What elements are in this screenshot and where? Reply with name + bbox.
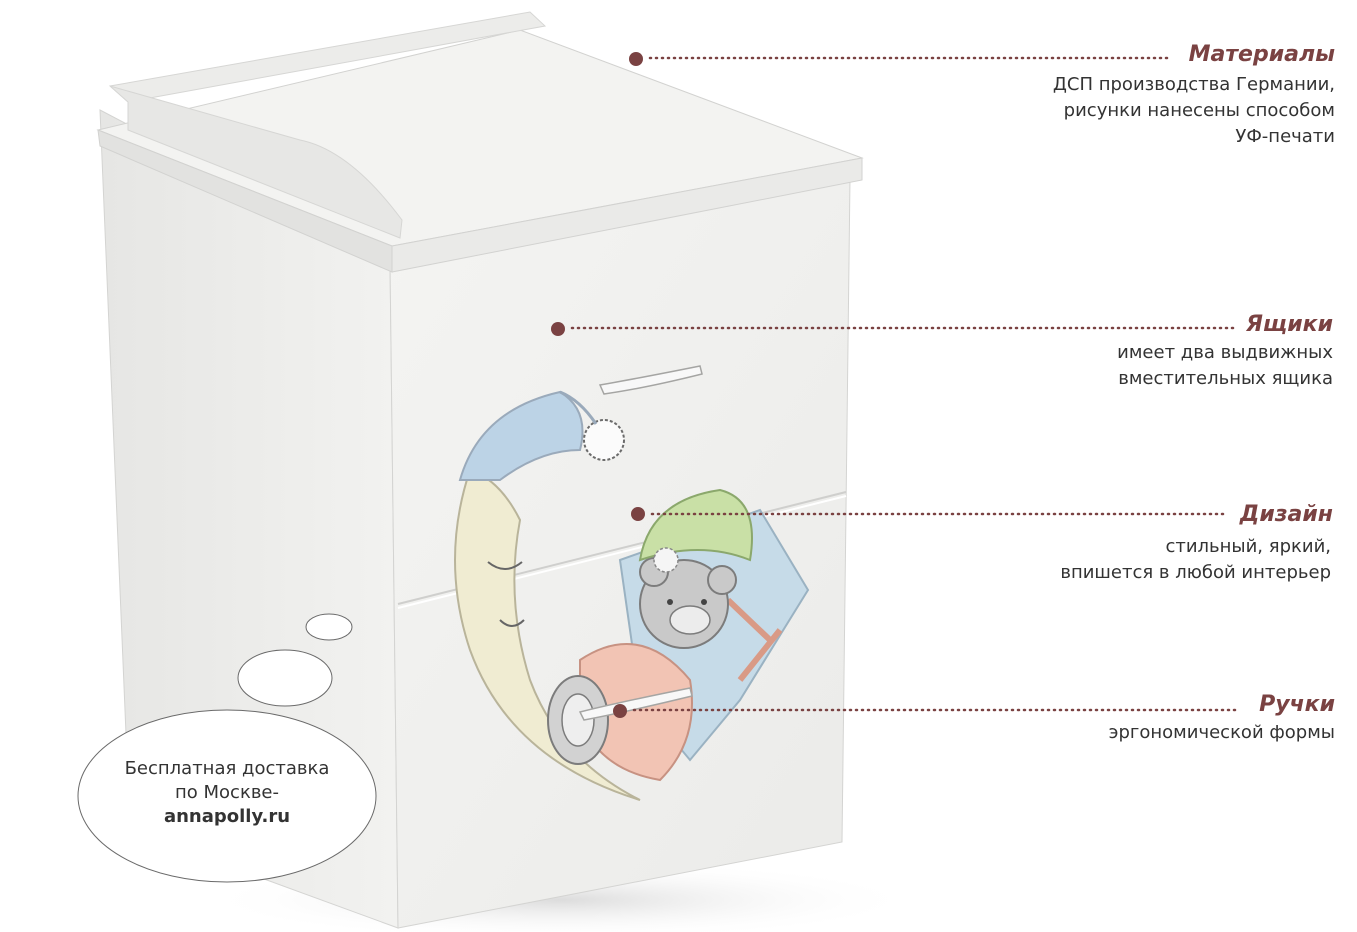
delivery-text: Бесплатная доставка по Москве- annapolly… bbox=[78, 757, 376, 829]
callout-line: впишется в любой интерьер bbox=[1060, 562, 1331, 583]
blanket-print bbox=[579, 643, 693, 782]
dot-handles bbox=[613, 704, 627, 718]
callout-title-design: Дизайн bbox=[1239, 502, 1333, 527]
moon-eye-print bbox=[487, 561, 523, 570]
delivery-site: annapolly.ru bbox=[163, 806, 291, 827]
dot-materials bbox=[629, 52, 643, 66]
moon-print bbox=[454, 468, 641, 801]
callout-desc-materials: ДСП производства Германии, рисунки нанес… bbox=[1053, 72, 1335, 150]
callout-dots bbox=[551, 52, 645, 718]
bear-nightcap-print bbox=[638, 488, 753, 562]
bubble-large bbox=[77, 709, 377, 883]
bottom-drawer-handle bbox=[578, 687, 693, 721]
callout-desc-handles: эргономической формы bbox=[1109, 720, 1335, 746]
dot-design bbox=[631, 507, 645, 521]
callout-desc-design: стильный, яркий, впишется в любой интерь… bbox=[1060, 534, 1331, 586]
callout-leaders bbox=[570, 56, 1242, 712]
changing-top-front-edge bbox=[391, 157, 863, 273]
callout-line: вместительных ящика bbox=[1118, 368, 1333, 389]
moon-cap-print bbox=[458, 390, 584, 481]
tray-side-rim bbox=[109, 85, 403, 239]
delivery-line: по Москве- bbox=[175, 782, 279, 803]
delivery-line: Бесплатная доставка bbox=[124, 758, 330, 779]
bubble-medium bbox=[237, 649, 333, 707]
dot-drawers bbox=[551, 322, 565, 336]
bubble-small bbox=[305, 613, 353, 641]
callout-line: УФ-печати bbox=[1235, 126, 1335, 147]
callout-title-drawers: Ящики bbox=[1245, 312, 1333, 337]
callout-line: рисунки нанесены способом bbox=[1063, 100, 1335, 121]
callout-title-handles: Ручки bbox=[1259, 692, 1335, 717]
callout-line: ДСП производства Германии, bbox=[1052, 74, 1335, 95]
callout-title-materials: Материалы bbox=[1188, 42, 1335, 67]
delivery-bubble bbox=[77, 613, 377, 883]
moon-mouth-print bbox=[499, 619, 525, 627]
changing-cabinet bbox=[96, 11, 864, 929]
callout-line: стильный, яркий, bbox=[1165, 536, 1331, 557]
top-drawer-handle bbox=[598, 365, 703, 395]
callout-line: эргономической формы bbox=[1108, 722, 1335, 743]
callout-desc-drawers: имеет два выдвижных вместительных ящика bbox=[1117, 340, 1333, 392]
callout-line: имеет два выдвижных bbox=[1117, 342, 1333, 363]
pompom-print bbox=[583, 419, 625, 461]
